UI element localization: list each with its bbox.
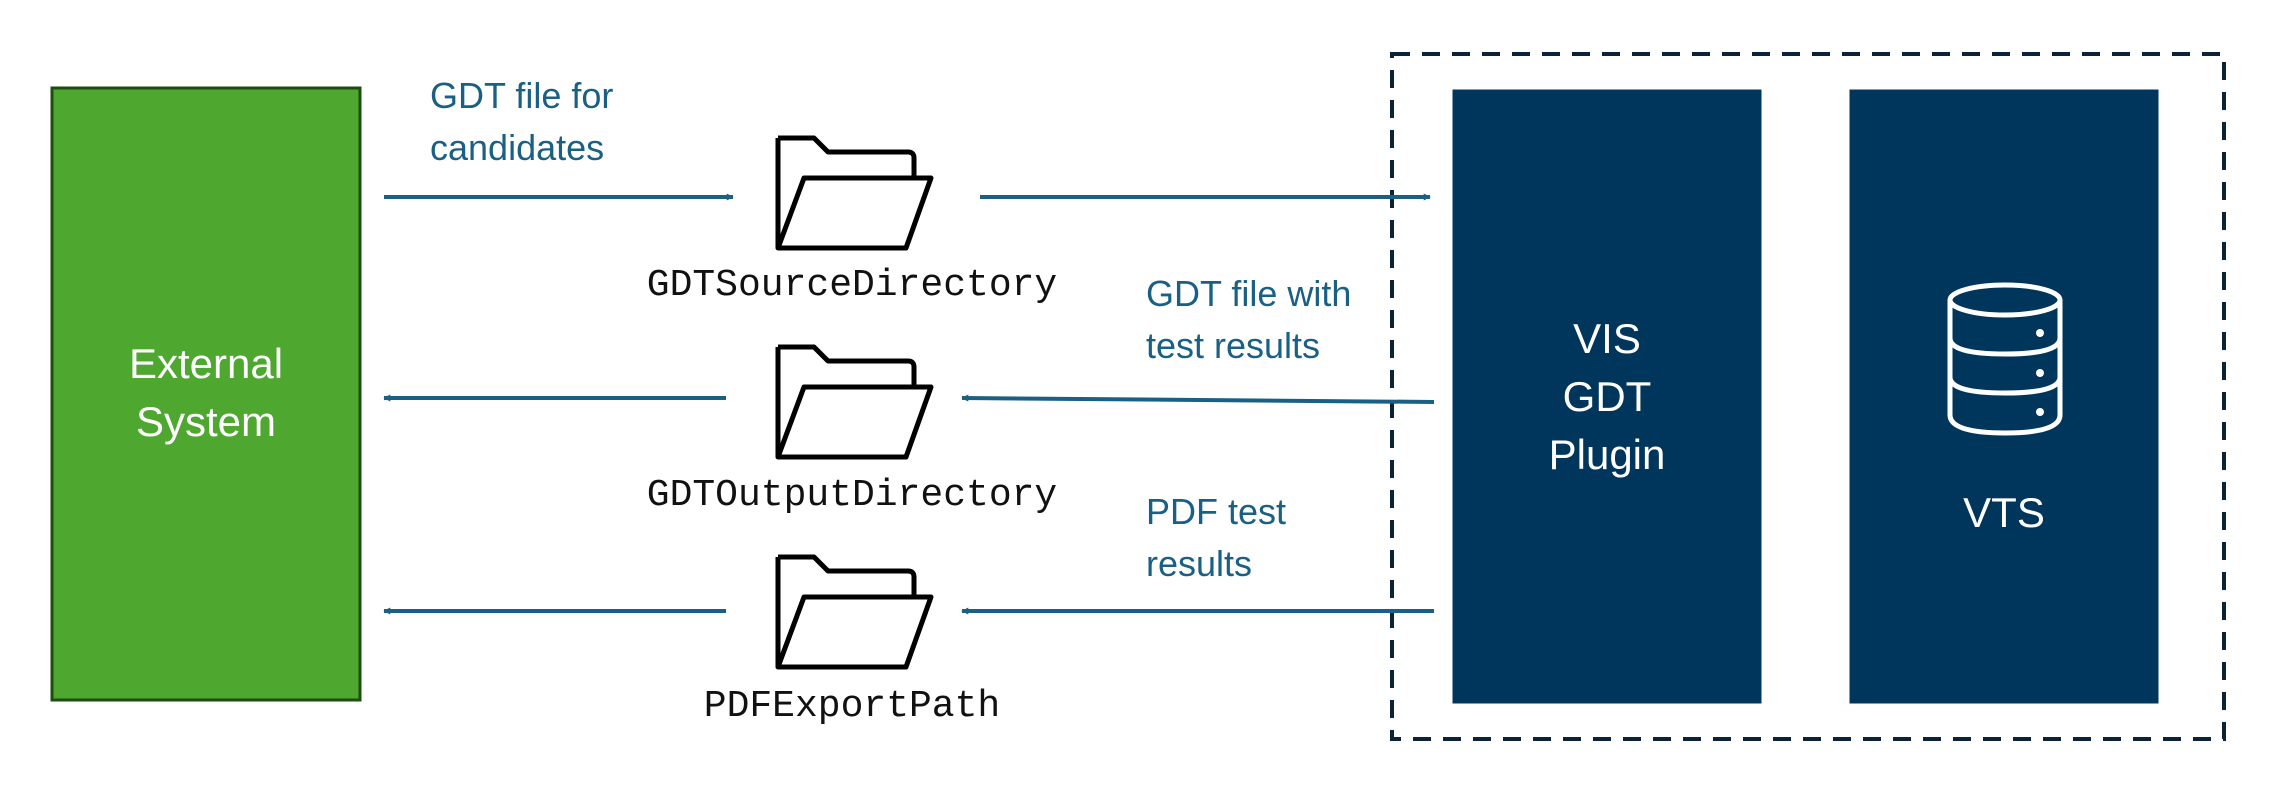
folder-icon-pdf	[778, 557, 931, 667]
folder-label-output: GDTOutputDirectory	[647, 474, 1057, 517]
flow-label-pdf-line1: PDF test	[1146, 491, 1286, 532]
vts-label: VTS	[1963, 489, 2045, 536]
database-icon	[1947, 282, 2063, 436]
folder-label-pdf: PDFExportPath	[704, 685, 1000, 728]
flow-label-results-line2: test results	[1146, 325, 1320, 366]
folder-label-source: GDTSourceDirectory	[647, 264, 1057, 307]
external-system-label-line2: System	[136, 398, 276, 445]
flow-label-results-line1: GDT file with	[1146, 273, 1351, 314]
flow-label-candidates-line1: GDT file for	[430, 75, 613, 116]
plugin-label-line1: VIS	[1573, 315, 1641, 362]
flow-label-candidates-line2: candidates	[430, 127, 604, 168]
vts-box	[1849, 89, 2159, 704]
plugin-label-line3: Plugin	[1549, 431, 1666, 478]
flow-label-pdf-line2: results	[1146, 543, 1252, 584]
plugin-label-line2: GDT	[1563, 373, 1652, 420]
plugin-container-dashed-border	[1390, 52, 2226, 741]
folder-icon-output	[778, 347, 931, 457]
external-system-box	[50, 86, 362, 702]
vis-gdt-plugin-box	[1452, 89, 1762, 704]
arrow-plugin-to-output	[961, 394, 1435, 404]
external-system-label-line1: External	[129, 340, 283, 387]
folder-icon-source	[778, 138, 931, 248]
